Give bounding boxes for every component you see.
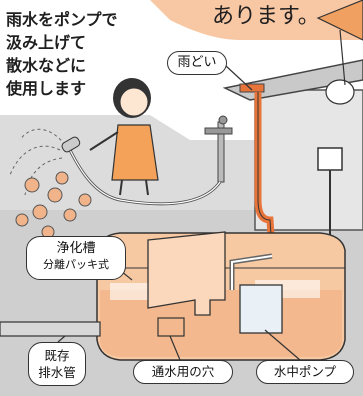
speech-bubble-text: あります。 [212, 4, 320, 29]
submersible-pump-label: 水中ポンプ [256, 360, 354, 384]
separation-wall [147, 231, 226, 316]
submersible-pump [229, 253, 283, 334]
existing-drain-pipe-label: 既存 排水管 [28, 342, 86, 386]
water-hole-label: 通水用の穴 [133, 360, 233, 384]
house [222, 59, 363, 262]
existing-drain-pipe-label-line-1: 既存 [44, 348, 70, 363]
speech-bubble-shape [150, 0, 363, 40]
septic-tank-label-line-1: 浄化槽 [56, 241, 96, 256]
septic-tank-label-line-2: 分離パッキ式 [43, 258, 109, 271]
faucet [204, 115, 233, 183]
flower-bed [15, 171, 92, 239]
shower-nozzle [61, 136, 81, 153]
water-hole [157, 317, 185, 337]
gutter-label: 雨どい [167, 51, 227, 75]
existing-drain-pipe-label-line-2: 排水管 [38, 365, 76, 380]
caption-line-1: 雨水をポンプで [6, 10, 118, 29]
caption-line-4: 使用します [6, 79, 87, 98]
girl-watering [89, 78, 159, 196]
umbrella-figure [316, 0, 363, 105]
septic-tank-label: 浄化槽 分離パッキ式 [26, 236, 126, 280]
caption-text: 雨水をポンプで 汲み上げて 散水などに 使用します [6, 8, 166, 100]
existing-drain-pipe [0, 321, 101, 337]
caption-line-2: 汲み上げて [6, 33, 87, 52]
caption-line-3: 散水などに [6, 56, 87, 75]
